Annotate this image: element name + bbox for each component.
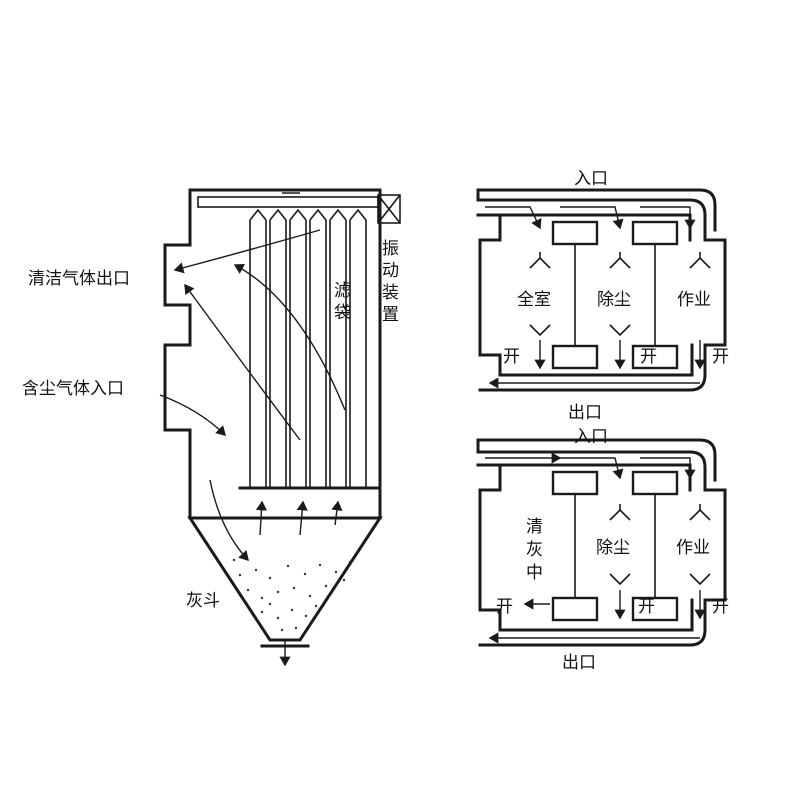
filter-bag-label-2: 袋 [334, 303, 351, 323]
top-outlet-label: 出口 [568, 403, 602, 423]
top-chamber-1-label: 全室 [517, 290, 551, 310]
bottom-chamber-1-label-3: 中 [526, 563, 543, 583]
top-open-left: 开 [503, 347, 520, 367]
bottom-chamber-1-label-2: 灰 [526, 540, 543, 560]
bottom-open-right: 开 [712, 597, 729, 617]
bottom-panel-ducts [476, 438, 727, 647]
bottom-outlet-label: 出口 [562, 653, 596, 673]
clean-gas-outlet-label: 清洁气体出口 [28, 269, 130, 289]
filter-bags [249, 208, 367, 488]
top-chamber-2-label: 除尘 [597, 290, 631, 310]
dusty-gas-inlet-label: 含尘气体入口 [22, 379, 124, 399]
bottom-inlet-label: 入口 [574, 427, 608, 447]
top-inlet-label: 入口 [574, 169, 608, 189]
vibrator-box [377, 194, 401, 224]
bottom-open-left: 开 [496, 597, 513, 617]
vibrator-label-4: 置 [382, 305, 399, 325]
vibrator-label-3: 装 [382, 283, 399, 303]
filter-flow-arrows [159, 229, 346, 667]
dust-particles [232, 558, 352, 632]
vibrator-label-1: 振 [382, 239, 399, 259]
bottom-chamber-1-label-1: 清 [526, 517, 543, 537]
top-panel-ducts [476, 188, 727, 392]
top-open-mid: 开 [640, 347, 657, 367]
top-chamber-3-label: 作业 [677, 290, 711, 310]
bottom-open-mid: 开 [638, 597, 655, 617]
bottom-chamber-2-label: 除尘 [596, 538, 630, 558]
filter-bag-label-1: 滤 [334, 281, 351, 301]
bag-filter-housing [163, 188, 401, 648]
top-open-right: 开 [712, 347, 729, 367]
hopper-label: 灰斗 [186, 591, 220, 611]
bottom-chamber-3-label: 作业 [676, 538, 710, 558]
vibrator-label-2: 动 [382, 261, 399, 281]
